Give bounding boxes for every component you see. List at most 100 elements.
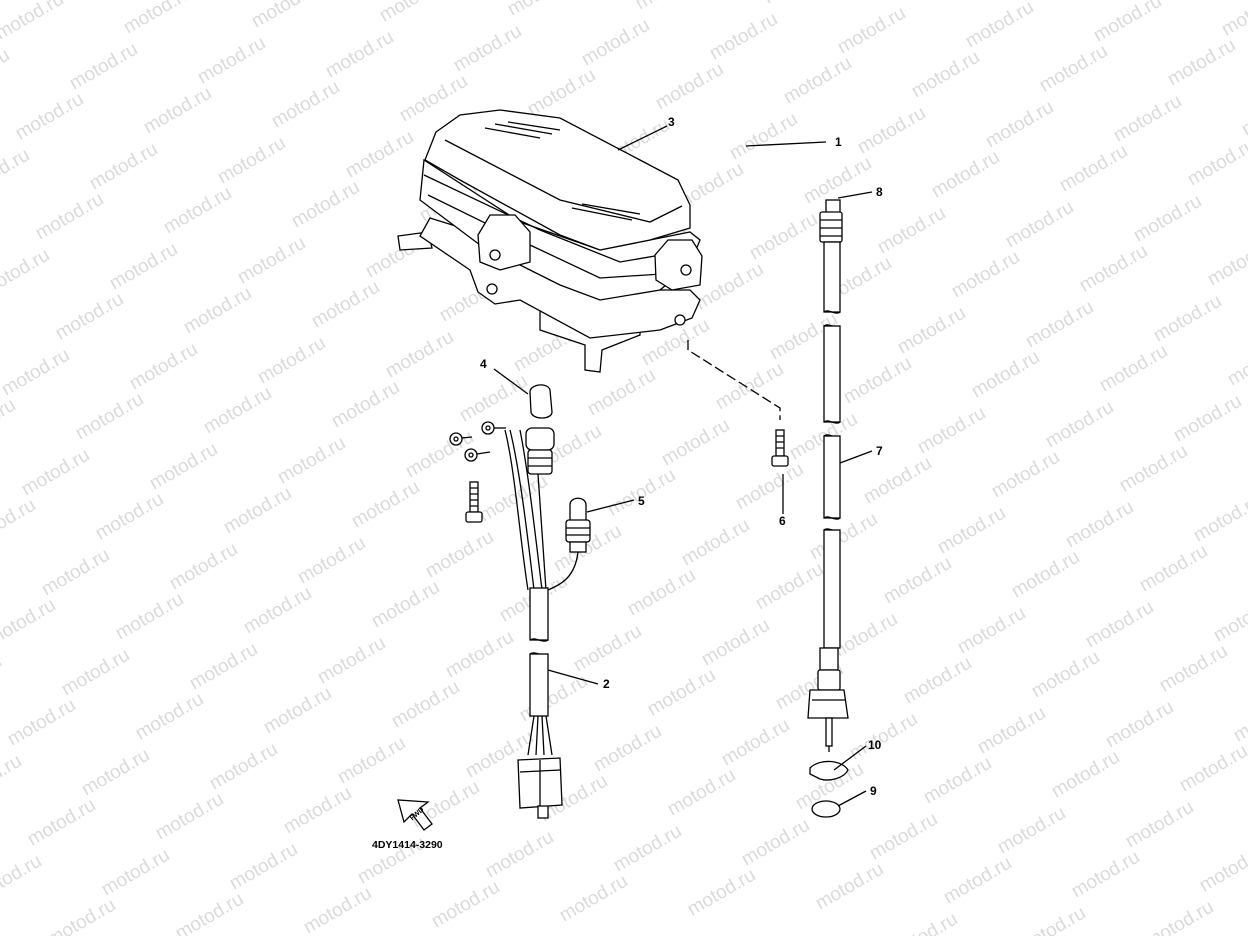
watermark-text: motod.ru — [1130, 191, 1205, 247]
watermark-text: motod.ru — [248, 0, 323, 32]
watermark-text: motod.ru — [760, 0, 835, 8]
watermark-text: motod.ru — [0, 751, 25, 807]
watermark-text: motod.ru — [1164, 35, 1239, 91]
callout-10: 10 — [868, 738, 882, 752]
watermark-text: motod.ru — [610, 821, 685, 877]
watermark-text: motod.ru — [112, 589, 187, 645]
watermark-text: motod.ru — [974, 703, 1049, 759]
watermark-text: motod.ru — [376, 0, 451, 26]
watermark-text: motod.ru — [0, 595, 59, 651]
watermark-text: motod.ru — [38, 545, 113, 601]
watermark-text: motod.ru — [780, 53, 855, 109]
watermark-text: motod.ru — [280, 783, 355, 839]
callout-1: 1 — [835, 135, 842, 149]
watermark-text: motod.ru — [388, 677, 463, 733]
watermark-text: motod.ru — [240, 583, 315, 639]
watermark-text: motod.ru — [706, 9, 781, 65]
watermark-text: motod.ru — [0, 345, 73, 401]
watermark-text: motod.ru — [994, 803, 1069, 859]
watermark-text: motod.ru — [886, 909, 961, 936]
watermark-text: motod.ru — [1090, 0, 1165, 46]
watermark-text: motod.ru — [268, 77, 343, 133]
watermark-text: motod.ru — [1116, 441, 1191, 497]
watermark-text: motod.ru — [254, 333, 329, 389]
watermark-text: motod.ru — [846, 709, 921, 765]
watermark-text: motod.ru — [92, 489, 167, 545]
watermark-text: motod.ru — [1082, 597, 1157, 653]
callout-6: 6 — [779, 514, 786, 528]
speedometer-cable — [807, 199, 849, 752]
watermark-text: motod.ru — [172, 889, 247, 936]
watermark-text: motod.ru — [988, 447, 1063, 503]
watermark-text: motod.ru — [422, 527, 497, 583]
watermark-text: motod.ru — [928, 147, 1003, 203]
watermark-text: motod.ru — [524, 65, 599, 121]
watermark-text: motod.ru — [652, 59, 727, 115]
callout-8: 8 — [876, 185, 883, 199]
watermark-text: motod.ru — [632, 0, 707, 14]
watermark-text: motod.ru — [294, 533, 369, 589]
watermark-text: motod.ru — [120, 0, 195, 38]
watermark-text: motod.ru — [220, 483, 295, 539]
watermark-text: motod.ru — [1176, 741, 1248, 797]
watermark-text: motod.ru — [570, 621, 645, 677]
watermark-text: motod.ru — [0, 45, 13, 101]
bulb-socket — [565, 497, 591, 553]
watermark-text: motod.ru — [934, 503, 1009, 559]
watermark-text: motod.ru — [1218, 0, 1248, 40]
watermark-text: motod.ru — [32, 189, 107, 245]
watermark-text: motod.ru — [1196, 841, 1248, 897]
watermark-text: motod.ru — [726, 109, 801, 165]
watermark-text: motod.ru — [1110, 91, 1185, 147]
watermark-text: motod.ru — [738, 815, 813, 871]
watermark-text: motod.ru — [456, 371, 531, 427]
watermark-text: motod.ru — [368, 577, 443, 633]
watermark-text: motod.ru — [44, 895, 119, 936]
watermark-text: motod.ru — [0, 245, 53, 301]
callout-5: 5 — [638, 494, 645, 508]
callout-7: 7 — [876, 444, 883, 458]
watermark-text: motod.ru — [1184, 135, 1248, 191]
fwd-arrow-icon: FWD — [397, 799, 433, 831]
watermark-text: motod.ru — [180, 283, 255, 339]
watermark-text: motod.ru — [450, 21, 525, 77]
bulb-cap — [529, 384, 553, 419]
callouts: 1 2 3 4 5 6 7 8 9 10 — [480, 115, 883, 798]
watermark-text: motod.ru — [1238, 85, 1248, 141]
watermark-text: motod.ru — [1036, 41, 1111, 97]
watermark-text: motod.ru — [482, 827, 557, 883]
watermark-text: motod.ru — [382, 327, 457, 383]
watermark-text: motod.ru — [1230, 691, 1248, 747]
watermark-text: motod.ru — [140, 83, 215, 139]
watermark-text: motod.ru — [0, 651, 5, 707]
watermark-text: motod.ru — [854, 103, 929, 159]
watermark-text: motod.ru — [314, 633, 389, 689]
watermark-text: motod.ru — [888, 0, 963, 2]
screw — [771, 429, 789, 467]
watermark-text: motod.ru — [806, 509, 881, 565]
watermark-text: motod.ru — [234, 233, 309, 289]
watermark-text: motod.ru — [72, 389, 147, 445]
watermark-text: motod.ru — [308, 277, 383, 333]
watermark-text: motod.ru — [684, 865, 759, 921]
watermark-text: motod.ru — [0, 0, 67, 44]
watermark-text: motod.ru — [52, 289, 127, 345]
watermark-text: motod.ru — [152, 789, 227, 845]
watermark-text: motod.ru — [348, 477, 423, 533]
watermark-text: motod.ru — [1056, 141, 1131, 197]
watermark-text: motod.ru — [590, 721, 665, 777]
watermark-text: motod.ru — [812, 859, 887, 915]
watermark-text: motod.ru — [1150, 291, 1225, 347]
watermark-text: motod.ru — [1068, 847, 1143, 903]
ring-terminals — [449, 421, 506, 462]
watermark-text: motod.ru — [274, 433, 349, 489]
watermark-text: motod.ru — [1142, 897, 1217, 936]
watermark-text: motod.ru — [132, 689, 207, 745]
watermark-text: motod.ru — [160, 183, 235, 239]
watermark-text: motod.ru — [1028, 647, 1103, 703]
upper-socket — [525, 427, 555, 475]
watermark-text: motod.ru — [718, 715, 793, 771]
